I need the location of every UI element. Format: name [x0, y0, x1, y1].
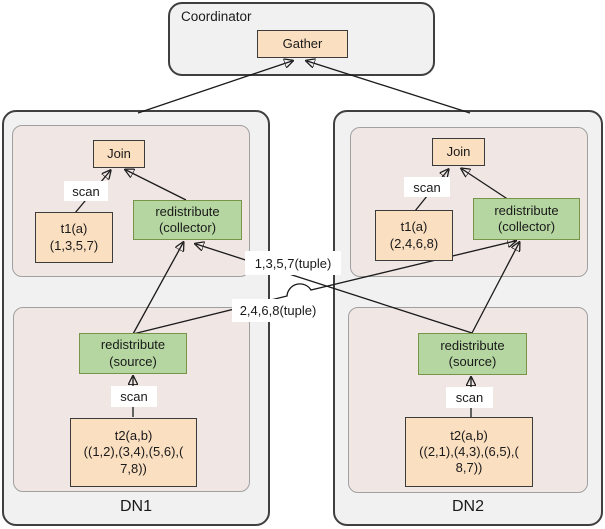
tuple-to-dn2-label: 2,4,6,8(tuple) — [232, 299, 324, 322]
dn1-t2-values-line1: ((1,2),(3,4),(5,6),( — [83, 444, 184, 460]
dn1-join-label: Join — [107, 145, 131, 161]
dn2-redistribute-source-node: redistribute (source) — [418, 333, 527, 375]
dn1-join-node: Join — [93, 140, 145, 168]
dn2-scan-lower-label: scan — [446, 387, 493, 408]
coordinator-title: Coordinator — [181, 9, 252, 24]
edge-dn2-source-to-dn1-collector — [196, 244, 473, 334]
dn1-source-line1: redistribute — [100, 337, 166, 353]
edge-dn1-to-gather — [137, 61, 292, 114]
dn1-scan-upper-label: scan — [64, 181, 108, 201]
dn2-t2-values-line2: 8,7)) — [455, 460, 483, 476]
gather-node: Gather — [257, 30, 348, 58]
edge-dn1-source-to-dn2-collector — [132, 241, 515, 335]
dn2-t1-node: t1(a) (2,4,6,8) — [375, 210, 453, 261]
dn2-join-label: Join — [446, 143, 471, 159]
dn2-redistribute-collector-node: redistribute (collector) — [473, 198, 580, 240]
dn1-t1-node: t1(a) (1,3,5,7) — [35, 212, 113, 263]
edge-dn2-source-to-dn2-collector — [471, 243, 519, 334]
dn1-t2-node: t2(a,b) ((1,2),(3,4),(5,6),( 7,8)) — [70, 418, 197, 487]
dn1-collector-line1: redistribute — [155, 203, 220, 219]
dn1-title: DN1 — [119, 498, 152, 515]
dn1-t2-values-line2: 7,8)) — [120, 460, 147, 476]
edge-dn2-to-gather — [307, 61, 471, 114]
dn1-redistribute-source-node: redistribute (source) — [79, 333, 187, 374]
gather-label: Gather — [282, 35, 323, 51]
dn2-collector-line1: redistribute — [494, 202, 559, 218]
dn1-source-line2: (source) — [109, 353, 157, 369]
dn2-source-line2: (source) — [448, 354, 497, 369]
tuple-to-dn1-label: 1,3,5,7(tuple) — [245, 251, 341, 275]
dn1-t1-name: t1(a) — [60, 221, 88, 237]
dn2-t2-node: t2(a,b) ((2,1),(4,3),(6,5),( 8,7)) — [405, 417, 533, 487]
dn1-t2-name: t2(a,b) — [114, 428, 153, 444]
dn2-source-line1: redistribute — [440, 337, 505, 353]
dn2-t2-values-line1: ((2,1),(4,3),(6,5),( — [419, 443, 519, 459]
dn1-redistribute-collector-node: redistribute (collector) — [133, 200, 242, 240]
dn2-title: DN2 — [451, 498, 484, 515]
dn2-collector-line2: (collector) — [497, 219, 556, 234]
edge-dn1-source-to-dn1-collector — [132, 243, 183, 335]
edge-dn1-collector-to-join — [126, 170, 187, 201]
dn1-collector-line2: (collector) — [158, 220, 217, 235]
dn2-t2-name: t2(a,b) — [450, 427, 488, 443]
dn1-scan-lower-label: scan — [111, 386, 157, 407]
dn2-t1-values: (2,4,6,8) — [389, 235, 439, 251]
dn1-t1-values: (1,3,5,7) — [49, 237, 99, 253]
dn2-scan-upper-label: scan — [404, 177, 450, 197]
dn2-t1-name: t1(a) — [400, 219, 428, 235]
dn2-join-node: Join — [432, 138, 485, 166]
edge-dn2-collector-to-join — [462, 169, 510, 201]
